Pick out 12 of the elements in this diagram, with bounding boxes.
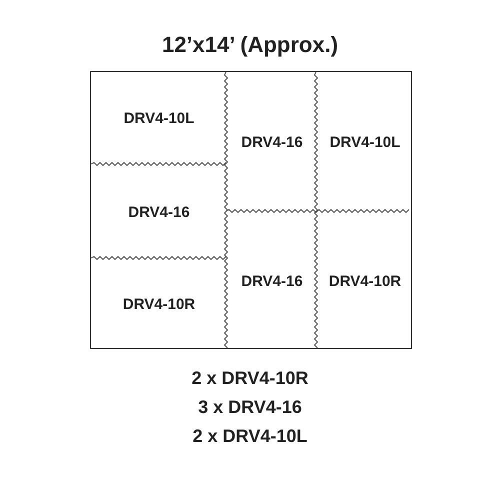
tile-code: DRV4-16 [241,272,303,290]
quantity-note: 2 x DRV4-10L [192,426,308,447]
quantity-note: 3 x DRV4-16 [197,397,303,418]
quantity-note: 2 x DRV4-10R [190,368,310,389]
tile-code: DRV4-16 [128,204,190,220]
tile-code: DRV4-10R [122,296,196,313]
tile-code: DRV4-10R [328,272,402,290]
plan-title: 12’x14’ (Approx.) [160,32,340,58]
tile-code: DRV4-10L [330,134,400,150]
floor-outline [90,71,412,349]
tile-code: DRV4-10L [124,110,194,127]
tile-code: DRV4-16 [241,134,303,150]
